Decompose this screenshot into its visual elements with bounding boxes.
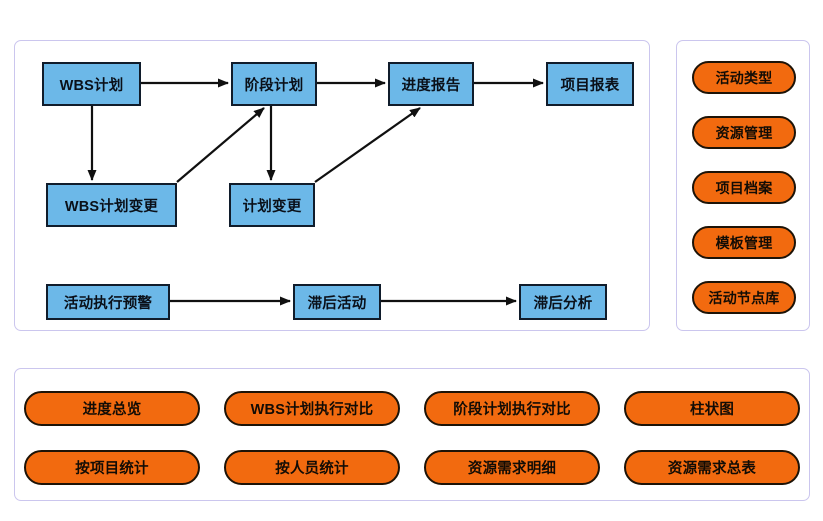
flow-node-stage-plan[interactable]: 阶段计划 bbox=[231, 62, 317, 106]
report-button-resource-demand-summary[interactable]: 资源需求总表 bbox=[624, 450, 800, 485]
flow-diagram-panel: WBS计划 阶段计划 进度报告 项目报表 WBS计划变更 计划变更 活动执行预警… bbox=[14, 40, 650, 331]
report-button-resource-demand-detail[interactable]: 资源需求明细 bbox=[424, 450, 600, 485]
flow-node-lagging-activity[interactable]: 滞后活动 bbox=[293, 284, 381, 320]
flow-node-activity-warning[interactable]: 活动执行预警 bbox=[46, 284, 170, 320]
sidebar-button-activity-type[interactable]: 活动类型 bbox=[692, 61, 796, 94]
flow-node-wbs-plan[interactable]: WBS计划 bbox=[42, 62, 141, 106]
report-button-wbs-plan-exec-compare[interactable]: WBS计划执行对比 bbox=[224, 391, 400, 426]
report-button-stats-by-personnel[interactable]: 按人员统计 bbox=[224, 450, 400, 485]
report-button-stage-plan-exec-compare[interactable]: 阶段计划执行对比 bbox=[424, 391, 600, 426]
flow-node-plan-change[interactable]: 计划变更 bbox=[229, 183, 315, 227]
report-button-stats-by-project[interactable]: 按项目统计 bbox=[24, 450, 200, 485]
report-button-progress-overview[interactable]: 进度总览 bbox=[24, 391, 200, 426]
sidebar-button-resource-mgmt[interactable]: 资源管理 bbox=[692, 116, 796, 149]
flow-node-lagging-analysis[interactable]: 滞后分析 bbox=[519, 284, 607, 320]
flow-node-wbs-plan-change[interactable]: WBS计划变更 bbox=[46, 183, 177, 227]
report-button-bar-chart[interactable]: 柱状图 bbox=[624, 391, 800, 426]
sidebar-button-activity-node-lib[interactable]: 活动节点库 bbox=[692, 281, 796, 314]
sidebar-button-template-mgmt[interactable]: 模板管理 bbox=[692, 226, 796, 259]
flow-node-project-report[interactable]: 项目报表 bbox=[546, 62, 634, 106]
sidebar-button-project-archive[interactable]: 项目档案 bbox=[692, 171, 796, 204]
flow-node-progress-report[interactable]: 进度报告 bbox=[388, 62, 474, 106]
